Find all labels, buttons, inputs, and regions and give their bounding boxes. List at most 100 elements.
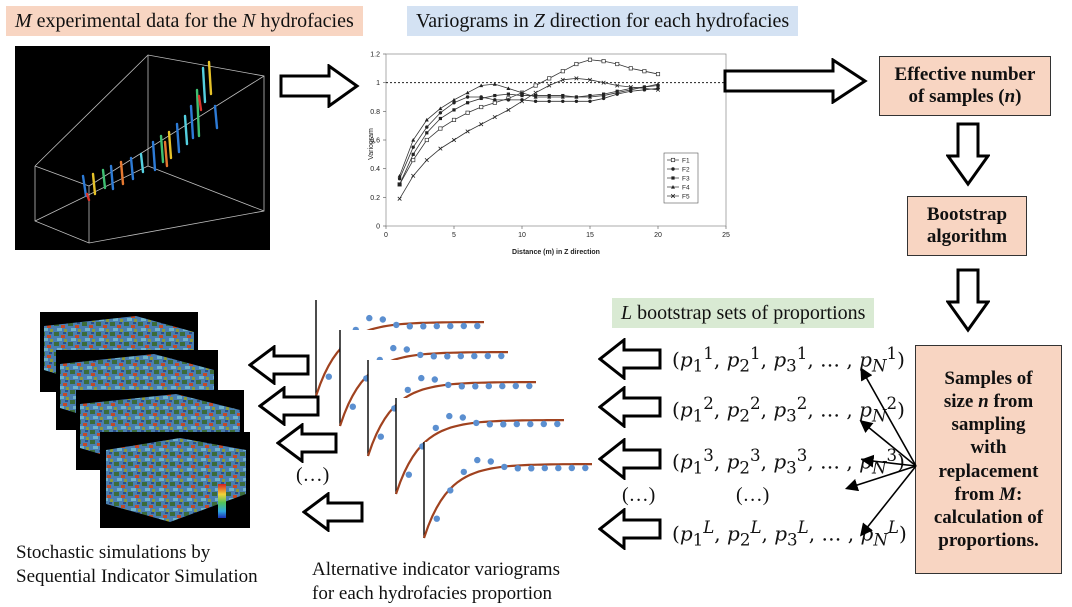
data-point <box>411 173 416 178</box>
data-point <box>671 176 675 180</box>
data-point <box>560 69 565 74</box>
x-axis-label: Distance (m) in Z direction <box>512 249 600 256</box>
indicator-data-point <box>446 412 453 420</box>
arrow-variogram2-to-sim <box>258 386 320 426</box>
data-point <box>493 93 497 98</box>
data-point <box>452 101 456 105</box>
x-tick-label: 0 <box>384 232 388 239</box>
data-point <box>466 101 470 105</box>
indicator-data-point <box>445 381 452 389</box>
data-point <box>397 196 402 201</box>
x-tick-label: 20 <box>654 232 662 239</box>
data-point <box>438 146 443 151</box>
indicator-data-point <box>431 376 438 383</box>
data-point <box>465 110 470 115</box>
indicator-data-point <box>406 323 413 330</box>
data-point <box>438 116 442 121</box>
indicator-data-point <box>460 468 467 476</box>
data-point <box>492 114 497 120</box>
arrow-effective-to-bootstrap <box>946 122 990 187</box>
arrow-variogram1-to-sim <box>248 345 310 385</box>
arrow-bootstrap-to-samples <box>946 268 990 333</box>
indicator-data-point <box>568 464 575 472</box>
data-point <box>671 185 675 189</box>
data-point <box>547 83 552 88</box>
data-point <box>642 86 647 91</box>
indicator-data-point <box>405 471 412 478</box>
x-tick-label: 5 <box>452 232 456 239</box>
indicator-data-point <box>499 382 506 390</box>
indicator-data-point <box>433 322 440 330</box>
data-point <box>601 59 606 64</box>
indicator-data-point <box>458 383 465 390</box>
indicator-data-point <box>403 346 410 353</box>
indicator-data-point <box>325 373 332 380</box>
data-point <box>424 117 429 122</box>
data-point <box>398 182 402 187</box>
indicator-data-point <box>501 463 508 471</box>
data-point <box>670 193 676 199</box>
data-point <box>411 145 415 149</box>
data-point <box>492 82 497 86</box>
indicator-data-point <box>433 515 440 522</box>
data-point <box>615 83 620 88</box>
data-point <box>655 72 661 77</box>
data-point <box>642 69 647 74</box>
indicator-data-point <box>460 322 467 330</box>
indicator-data-point <box>554 420 561 428</box>
borehole-wireframe <box>34 54 265 244</box>
indicator-variograms-caption: Alternative indicator variograms for eac… <box>312 559 560 604</box>
y-tick-label: 0.8 <box>370 109 380 116</box>
indicator-data-point <box>527 420 534 428</box>
data-point <box>671 167 675 171</box>
indicator-data-point <box>379 316 386 323</box>
proportion-set-3: (p13, p23, p33, … , pN3) <box>672 446 905 478</box>
sampling-arrows <box>844 367 917 537</box>
data-point <box>628 84 633 90</box>
indicator-variograms-stack <box>314 300 592 539</box>
data-point <box>465 90 470 95</box>
arrow-set2-to-variogram <box>598 386 662 428</box>
series-line-f2 <box>399 88 659 179</box>
data-point <box>520 93 524 98</box>
data-point <box>601 93 606 98</box>
indicator-data-point <box>472 383 479 390</box>
data-point <box>452 108 456 112</box>
data-point <box>547 95 552 99</box>
x-tick-label: 25 <box>722 232 730 239</box>
data-point <box>424 157 429 163</box>
indicator-data-point <box>447 487 454 494</box>
data-point <box>656 82 660 86</box>
indicator-data-point <box>418 374 425 382</box>
data-point <box>628 66 633 71</box>
data-point <box>533 83 538 88</box>
data-point <box>424 137 429 143</box>
data-point <box>615 61 620 67</box>
indicator-data-point <box>420 323 427 330</box>
arrow-data-to-variograms <box>279 64 360 108</box>
indicator-data-point <box>541 464 548 472</box>
data-point <box>465 95 470 99</box>
variograms-ellipsis: (…) <box>622 484 656 506</box>
indicator-data-point <box>390 344 397 352</box>
indicator-data-point <box>486 421 493 428</box>
data-point <box>479 96 483 101</box>
legend-label: F3 <box>682 176 690 183</box>
data-point <box>479 122 484 127</box>
simulations-caption: Stochastic simulations by Sequential Ind… <box>16 542 258 587</box>
indicator-data-point <box>474 322 481 330</box>
y-tick-label: 1 <box>376 80 380 87</box>
samples-size-n-box: Samples of size n from sampling with rep… <box>915 345 1062 574</box>
indicator-data-point <box>487 458 494 465</box>
data-point <box>506 107 511 112</box>
arrow-variogramL-to-sim <box>302 492 364 532</box>
indicator-data-point <box>528 465 535 472</box>
data-point <box>451 137 457 143</box>
simulations-ellipsis: (…) <box>296 464 330 486</box>
arrow-set1-to-variogram <box>598 338 662 380</box>
indicator-data-point <box>513 420 520 428</box>
indicator-data-point <box>526 382 533 390</box>
data-point <box>547 99 551 103</box>
data-point <box>533 90 538 95</box>
indicator-data-point <box>473 419 480 427</box>
